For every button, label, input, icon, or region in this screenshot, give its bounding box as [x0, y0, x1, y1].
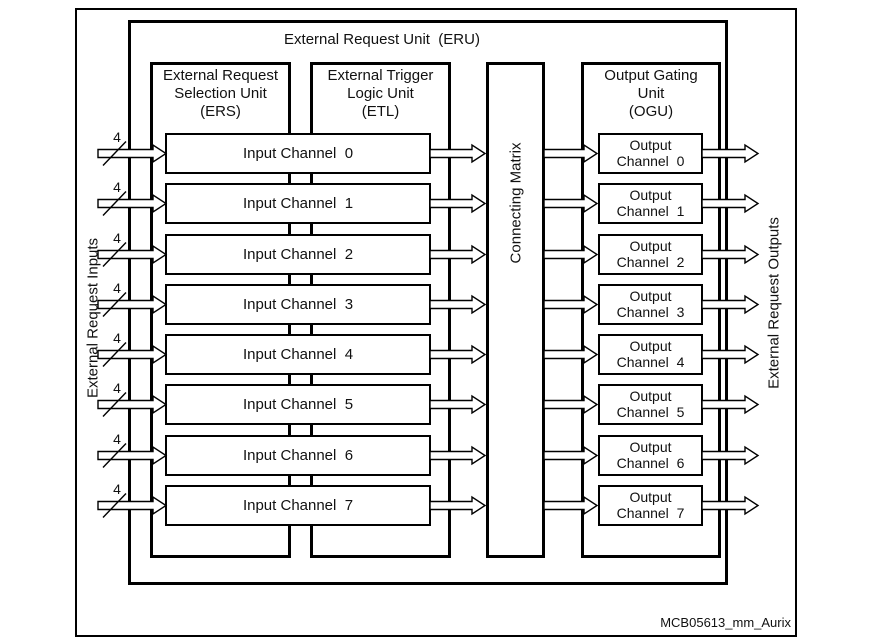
- input-channel-5-label: Input Channel 5: [242, 396, 354, 413]
- external-request-inputs-label: External Request Inputs: [84, 237, 102, 399]
- input-channel-0: Input Channel 0: [165, 133, 431, 174]
- ogu-unit-title: Output Gating Unit (OGU): [604, 67, 698, 120]
- input-channel-1-label: Input Channel 1: [242, 195, 354, 212]
- output-channel-2-label: Output Channel 2: [616, 238, 685, 270]
- input-channel-6-label: Input Channel 6: [242, 447, 354, 464]
- input-channel-7-label: Input Channel 7: [242, 497, 354, 514]
- output-channel-4-label: Output Channel 4: [616, 338, 685, 370]
- bus-width-label-2: 4: [113, 230, 121, 246]
- ers-unit-title: External Request Selection Unit (ERS): [162, 67, 279, 120]
- input-channel-6: Input Channel 6: [165, 435, 431, 476]
- input-channel-7: Input Channel 7: [165, 485, 431, 526]
- input-channel-5: Input Channel 5: [165, 384, 431, 425]
- input-channel-2: Input Channel 2: [165, 234, 431, 275]
- figure-id-caption: MCB05613_mm_Aurix: [660, 615, 791, 630]
- external-request-outputs-label: External Request Outputs: [765, 217, 783, 389]
- output-channel-6-label: Output Channel 6: [616, 439, 685, 471]
- input-channel-2-label: Input Channel 2: [242, 246, 354, 263]
- output-channel-3-label: Output Channel 3: [616, 288, 685, 320]
- bus-width-label-3: 4: [113, 280, 121, 296]
- input-channel-4-label: Input Channel 4: [242, 346, 354, 363]
- input-channel-1: Input Channel 1: [165, 183, 431, 224]
- output-channel-5-label: Output Channel 5: [616, 388, 685, 420]
- bus-width-label-7: 4: [113, 481, 121, 497]
- bus-width-label-0: 4: [113, 129, 121, 145]
- output-channel-5: Output Channel 5: [598, 384, 703, 425]
- bus-width-label-4: 4: [113, 330, 121, 346]
- input-channel-3-label: Input Channel 3: [242, 296, 354, 313]
- bus-width-label-1: 4: [113, 179, 121, 195]
- connecting-matrix-title: Connecting Matrix: [507, 142, 525, 264]
- output-channel-0: Output Channel 0: [598, 133, 703, 174]
- output-channel-1: Output Channel 1: [598, 183, 703, 224]
- bus-width-label-5: 4: [113, 380, 121, 396]
- output-channel-2: Output Channel 2: [598, 234, 703, 275]
- input-channel-4: Input Channel 4: [165, 334, 431, 375]
- connecting-matrix-box: [486, 62, 545, 558]
- output-channel-1-label: Output Channel 1: [616, 187, 685, 219]
- eru-title: External Request Unit (ERU): [284, 31, 480, 48]
- etl-unit-title: External Trigger Logic Unit (ETL): [327, 67, 434, 120]
- output-channel-4: Output Channel 4: [598, 334, 703, 375]
- output-channel-0-label: Output Channel 0: [616, 137, 685, 169]
- output-channel-7: Output Channel 7: [598, 485, 703, 526]
- output-channel-3: Output Channel 3: [598, 284, 703, 325]
- input-channel-0-label: Input Channel 0: [242, 145, 354, 162]
- input-channel-3: Input Channel 3: [165, 284, 431, 325]
- output-channel-6: Output Channel 6: [598, 435, 703, 476]
- output-channel-7-label: Output Channel 7: [616, 489, 685, 521]
- bus-width-label-6: 4: [113, 431, 121, 447]
